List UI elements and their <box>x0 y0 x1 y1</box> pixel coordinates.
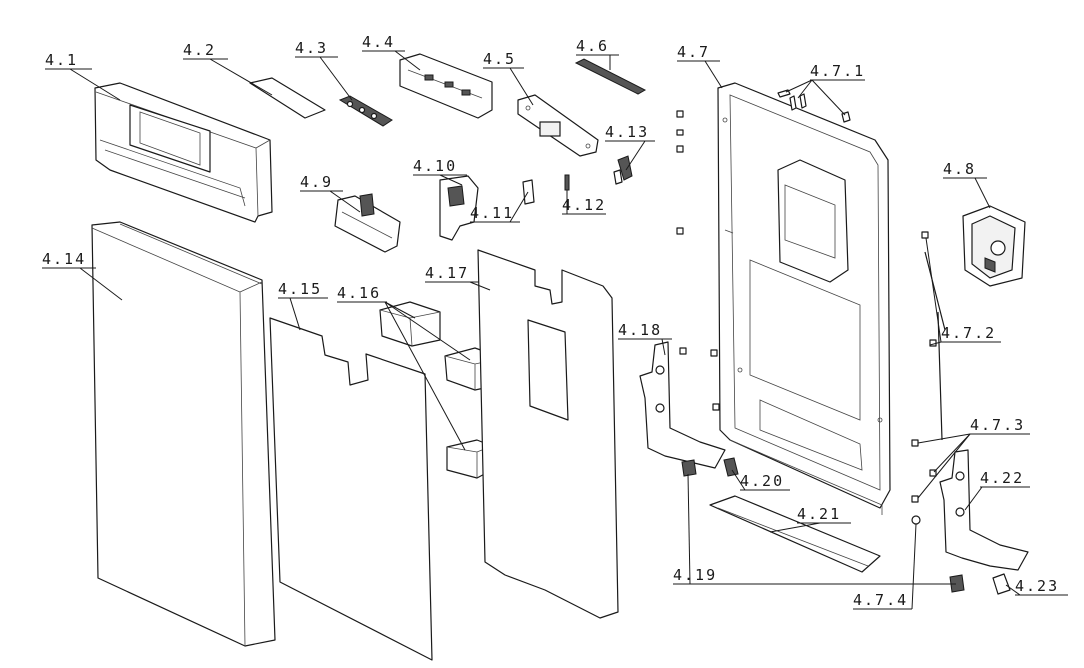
label-4-2: 4.2 <box>183 41 216 59</box>
label-4-7-4: 4.7.4 <box>853 591 908 609</box>
label-4-7-1: 4.7.1 <box>810 62 865 80</box>
part-4-9-bracket <box>334 193 401 253</box>
part-4-19-clip <box>681 459 697 477</box>
label-4-17: 4.17 <box>425 264 469 282</box>
label-4-11: 4.11 <box>470 204 514 222</box>
part-4-2-label-sheet <box>249 77 326 119</box>
loose-screws <box>676 110 720 411</box>
part-4-15-insulation <box>269 317 433 661</box>
part-4-7-4-screw <box>911 515 921 525</box>
label-4-20: 4.20 <box>740 472 784 490</box>
part-4-7-3-screws <box>911 439 937 503</box>
part-4-3-button-strip <box>338 95 393 127</box>
label-4-12: 4.12 <box>562 196 606 214</box>
part-4-7-inner-door-panel <box>717 82 891 515</box>
part-4-17-liner-sheet <box>477 249 619 619</box>
label-4-6: 4.6 <box>576 37 609 55</box>
label-4-5: 4.5 <box>483 50 516 68</box>
label-4-10: 4.10 <box>413 157 457 175</box>
label-4-13: 4.13 <box>605 123 649 141</box>
label-4-1: 4.1 <box>45 51 78 69</box>
label-4-8: 4.8 <box>943 160 976 178</box>
part-4-18-left-hinge <box>639 341 726 469</box>
label-4-14: 4.14 <box>42 250 86 268</box>
leader-lines <box>42 50 1068 610</box>
label-4-21: 4.21 <box>797 505 841 523</box>
part-4-10-switch-housing <box>439 175 479 241</box>
label-4-7-2: 4.7.2 <box>941 324 996 342</box>
part-4-6-slim-bar <box>574 58 647 95</box>
label-4-7: 4.7 <box>677 43 710 61</box>
part-4-21-bottom-trim <box>709 495 881 573</box>
label-4-4: 4.4 <box>362 33 395 51</box>
part-4-20-bracket <box>723 457 739 477</box>
label-4-3: 4.3 <box>295 39 328 57</box>
part-4-11-clip <box>522 179 535 205</box>
part-4-13-latch <box>613 155 633 185</box>
part-4-8-dispenser <box>962 205 1026 287</box>
label-4-7-3: 4.7.3 <box>970 416 1025 434</box>
part-4-12-spring <box>564 174 570 191</box>
part-4-5-control-pcb <box>517 94 599 157</box>
part-4-14-outer-door <box>91 221 276 647</box>
label-4-15: 4.15 <box>278 280 322 298</box>
label-4-18: 4.18 <box>618 321 662 339</box>
label-4-19: 4.19 <box>673 566 717 584</box>
callout-labels: 4.1 4.2 4.3 4.4 4.5 4.6 4.7 4.7.1 4.8 4.… <box>42 33 1059 609</box>
part-4-23-clip <box>992 573 1011 595</box>
part-4-7-2-rod <box>921 231 946 441</box>
part-4-19-clip-2 <box>949 574 965 593</box>
label-4-16: 4.16 <box>337 284 381 302</box>
part-4-4-display-board <box>399 53 493 119</box>
label-4-23: 4.23 <box>1015 577 1059 595</box>
label-4-9: 4.9 <box>300 173 333 191</box>
part-4-1-control-panel <box>94 82 273 223</box>
part-4-22-right-hinge <box>939 449 1029 571</box>
label-4-22: 4.22 <box>980 469 1024 487</box>
